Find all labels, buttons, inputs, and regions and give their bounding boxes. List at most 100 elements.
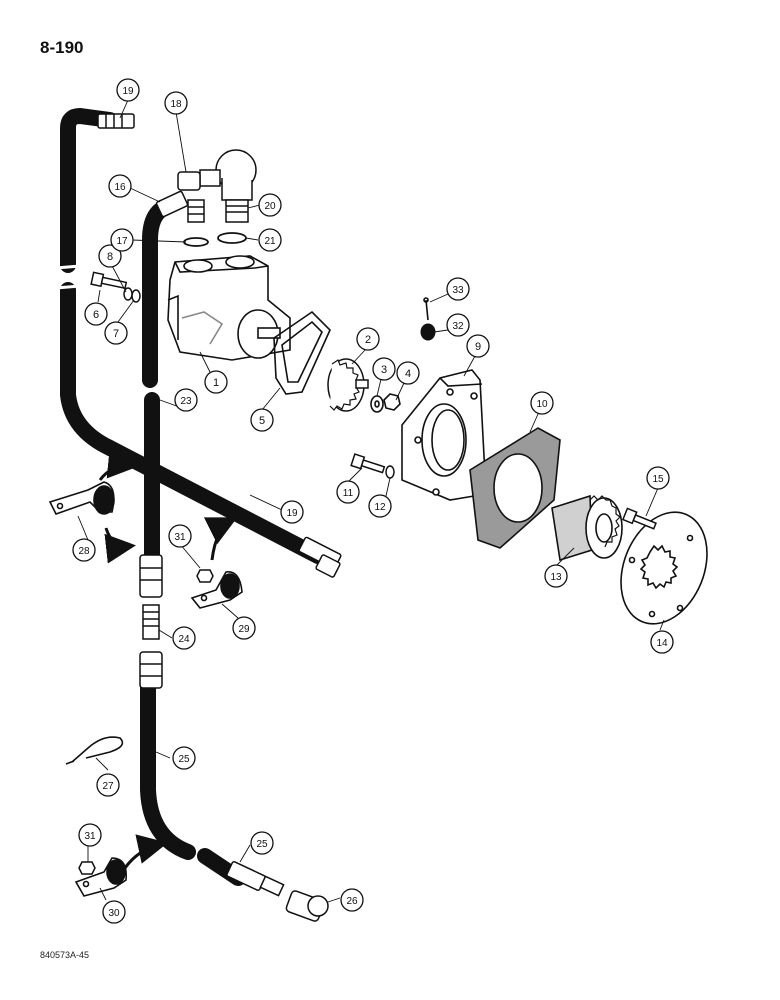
- assembly-arrow: [98, 448, 238, 877]
- callout-4: 4: [396, 361, 420, 385]
- svg-text:6: 6: [93, 309, 99, 321]
- hose-fitting: [97, 113, 342, 891]
- callout-16: 16: [108, 174, 132, 198]
- svg-text:32: 32: [452, 321, 464, 332]
- svg-text:9: 9: [475, 341, 481, 353]
- callout-8: 8: [98, 244, 122, 268]
- svg-text:14: 14: [656, 638, 668, 649]
- svg-text:23: 23: [180, 396, 192, 407]
- elbow-20: [199, 149, 257, 223]
- callout-20: 20: [258, 193, 282, 217]
- callout-1: 1: [204, 370, 228, 394]
- callout-14: 14: [650, 630, 674, 654]
- callout-29: 29: [232, 616, 256, 640]
- svg-text:17: 17: [116, 236, 128, 247]
- svg-text:7: 7: [113, 328, 119, 340]
- svg-text:4: 4: [405, 368, 411, 380]
- nut-31: [78, 861, 96, 875]
- svg-text:31: 31: [84, 831, 96, 842]
- svg-text:25: 25: [178, 754, 190, 765]
- clamp-29: [190, 571, 243, 609]
- callout-28: 28: [72, 538, 96, 562]
- callout-19-top: 19: [116, 78, 140, 102]
- svg-text:8: 8: [107, 251, 113, 263]
- nut-4: [383, 393, 401, 411]
- svg-text:25: 25: [256, 839, 268, 850]
- clamp-30: [74, 857, 128, 897]
- plate-14: [620, 511, 708, 625]
- callout-2: 2: [356, 327, 380, 351]
- gasket-10: [469, 427, 561, 549]
- svg-text:5: 5: [259, 415, 265, 427]
- svg-text:11: 11: [343, 488, 354, 499]
- strap-27: [65, 736, 124, 765]
- callout-18: 18: [164, 91, 188, 115]
- callout-21: 21: [258, 228, 282, 252]
- callout-27: 27: [96, 773, 120, 797]
- svg-text:10: 10: [536, 399, 548, 410]
- callout-25-upper: 25: [172, 746, 196, 770]
- hose-23: [142, 198, 176, 563]
- callout-5: 5: [250, 408, 274, 432]
- hose-25: [140, 672, 246, 886]
- bolt: [90, 271, 657, 530]
- gear-2: [327, 358, 369, 412]
- callout-30: 30: [102, 900, 126, 924]
- svg-text:29: 29: [238, 624, 250, 635]
- callout-31-upper: 31: [168, 524, 192, 548]
- clamp-28: [48, 481, 115, 515]
- svg-text:33: 33: [452, 285, 464, 296]
- svg-text:27: 27: [102, 781, 114, 792]
- svg-text:15: 15: [652, 474, 664, 485]
- svg-text:2: 2: [365, 334, 371, 346]
- svg-text:21: 21: [264, 236, 276, 247]
- svg-text:26: 26: [346, 896, 358, 907]
- callout-7: 7: [104, 321, 128, 345]
- pin-33: [423, 297, 429, 321]
- callout-23: 23: [174, 388, 198, 412]
- svg-text:30: 30: [108, 908, 120, 919]
- callout-12: 12: [368, 494, 392, 518]
- callout-11: 11: [336, 480, 360, 504]
- callout-13: 13: [544, 564, 568, 588]
- hose-break-marks: [55, 264, 81, 290]
- svg-text:12: 12: [374, 502, 386, 513]
- svg-text:19: 19: [286, 508, 298, 519]
- callout-32: 32: [446, 313, 470, 337]
- svg-text:13: 13: [550, 572, 562, 583]
- callout-33: 33: [446, 277, 470, 301]
- nut-31: [196, 569, 214, 583]
- gasket-5: [273, 310, 331, 395]
- svg-text:1: 1: [213, 377, 219, 389]
- callout-10: 10: [530, 391, 554, 415]
- callout-3: 3: [372, 357, 396, 381]
- svg-text:19: 19: [122, 86, 134, 97]
- svg-text:3: 3: [381, 364, 387, 376]
- callout-24: 24: [172, 626, 196, 650]
- callout-25-lower: 25: [250, 831, 274, 855]
- hose-19-upper: [60, 107, 326, 564]
- svg-text:20: 20: [264, 201, 276, 212]
- callout-31-lower: 31: [78, 823, 102, 847]
- pump-1: [167, 255, 291, 361]
- svg-text:24: 24: [178, 634, 190, 645]
- washer: [123, 287, 395, 479]
- callout-26: 26: [340, 888, 364, 912]
- svg-text:16: 16: [114, 182, 126, 193]
- svg-text:31: 31: [174, 532, 186, 543]
- callout-15: 15: [646, 466, 670, 490]
- figure-id: 840573A-45: [40, 950, 90, 960]
- svg-text:28: 28: [78, 546, 90, 557]
- nut-32: [420, 323, 436, 341]
- callout-6: 6: [84, 302, 108, 326]
- housing-9: [401, 369, 487, 501]
- adapter-24: [142, 604, 160, 640]
- callout-19-right: 19: [280, 500, 304, 524]
- o-ring: [183, 232, 247, 247]
- svg-text:18: 18: [170, 99, 182, 110]
- elbow-26: [259, 875, 329, 922]
- coupling-13: [551, 494, 623, 562]
- washer-3: [370, 395, 384, 413]
